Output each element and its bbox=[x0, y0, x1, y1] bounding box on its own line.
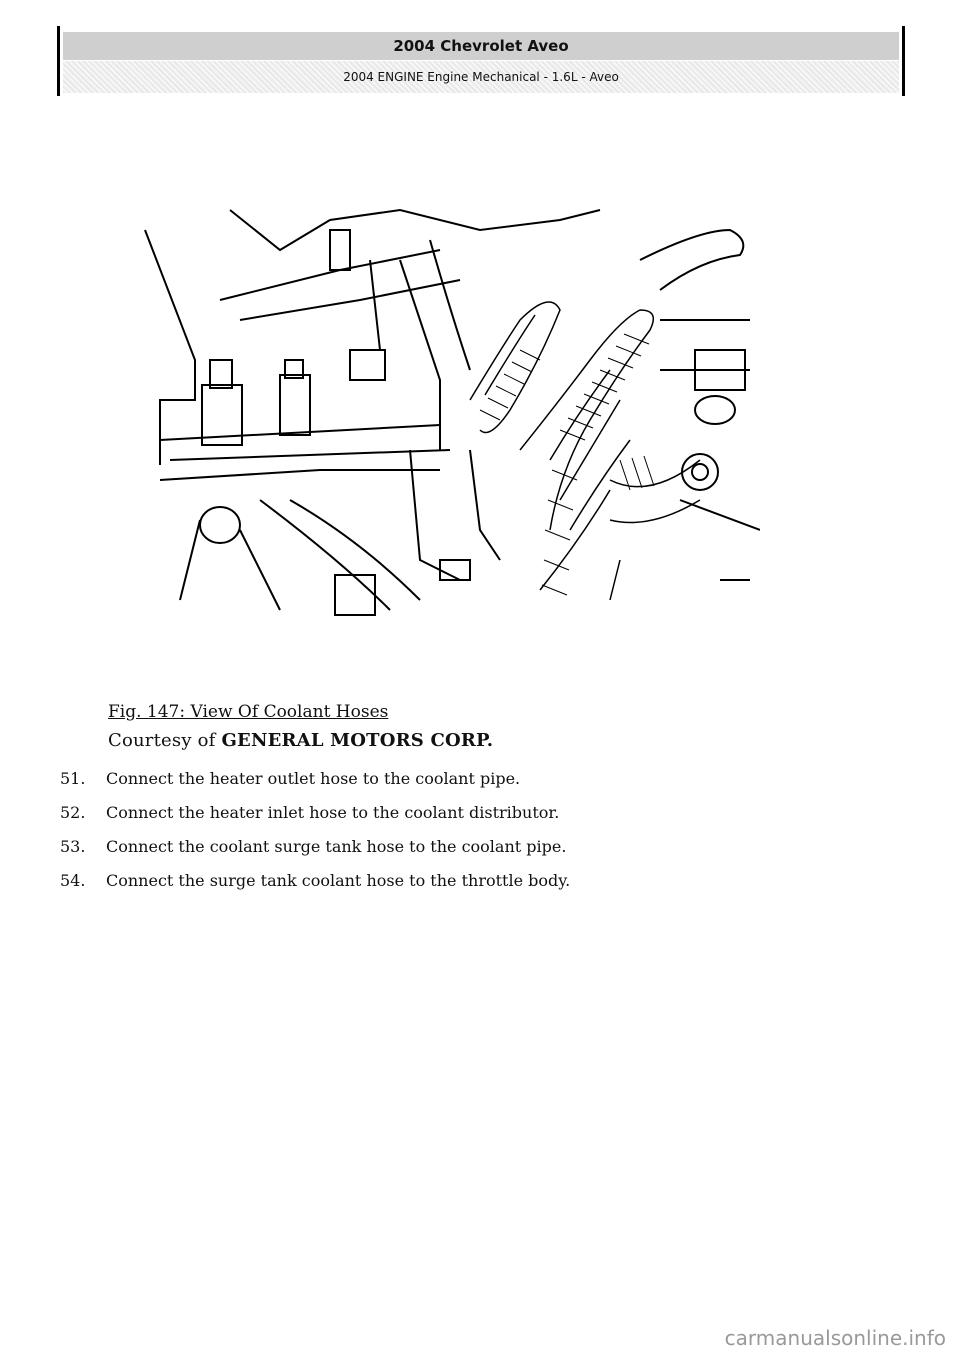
figure-courtesy: Courtesy of GENERAL MOTORS CORP. bbox=[108, 730, 493, 751]
procedure-step: 53. Connect the coolant surge tank hose … bbox=[60, 836, 570, 870]
document-title: 2004 Chevrolet Aveo bbox=[63, 32, 899, 60]
procedure-steps: 51. Connect the heater outlet hose to th… bbox=[60, 768, 570, 904]
document-subtitle: 2004 ENGINE Engine Mechanical - 1.6L - A… bbox=[63, 61, 899, 93]
step-text: Connect the coolant surge tank hose to t… bbox=[106, 837, 567, 856]
step-number: 53. bbox=[60, 837, 86, 856]
step-text: Connect the heater inlet hose to the coo… bbox=[106, 803, 560, 822]
step-text: Connect the surge tank coolant hose to t… bbox=[106, 871, 571, 890]
step-text: Connect the heater outlet hose to the co… bbox=[106, 769, 521, 788]
step-number: 52. bbox=[60, 803, 86, 822]
courtesy-name: GENERAL MOTORS CORP. bbox=[221, 730, 494, 751]
header-frame bbox=[57, 26, 905, 96]
procedure-step: 52. Connect the heater inlet hose to the… bbox=[60, 802, 570, 836]
step-number: 54. bbox=[60, 871, 86, 890]
courtesy-prefix: Courtesy of bbox=[108, 730, 216, 751]
watermark: carmanualsonline.info bbox=[724, 1326, 946, 1350]
figure-caption: Fig. 147: View Of Coolant Hoses bbox=[108, 702, 389, 722]
procedure-step: 51. Connect the heater outlet hose to th… bbox=[60, 768, 570, 802]
engine-coolant-hoses-illustration bbox=[140, 200, 761, 630]
procedure-step: 54. Connect the surge tank coolant hose … bbox=[60, 870, 570, 904]
step-number: 51. bbox=[60, 769, 86, 788]
